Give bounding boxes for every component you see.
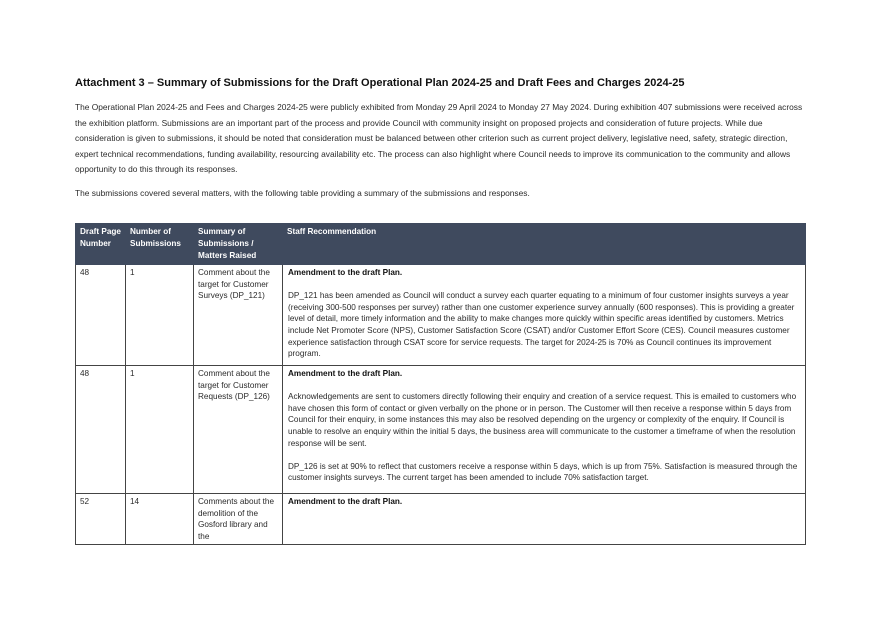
table-row: 48 1 Comment about the target for Custom… [75,365,806,494]
cell-page: 48 [75,264,126,366]
cell-page: 48 [75,365,126,494]
recommendation-heading: Amendment to the draft Plan. [288,268,403,277]
recommendation-heading: Amendment to the draft Plan. [288,497,403,506]
document-body: Attachment 3 – Summary of Submissions fo… [75,76,805,201]
table-row: 48 1 Comment about the target for Custom… [75,264,806,366]
header-draft-page-number: Draft Page Number [75,223,126,265]
cell-summary: Comment about the target for Customer Su… [193,264,283,366]
cell-page: 52 [75,492,126,546]
header-number-of-submissions: Number of Submissions [125,223,194,265]
cell-recommendation: Amendment to the draft Plan. Acknowledge… [282,365,806,494]
recommendation-paragraph: Acknowledgements are sent to customers d… [288,392,797,448]
cell-recommendation: Amendment to the draft Plan. [282,492,806,546]
cell-count: 1 [125,365,194,494]
cell-summary: Comments about the demolition of the Gos… [193,492,283,546]
recommendation-paragraph: DP_126 is set at 90% to reflect that cus… [288,461,798,483]
intro-paragraph: The Operational Plan 2024-25 and Fees an… [75,102,803,174]
cell-count: 14 [125,492,194,546]
cell-summary: Comment about the target for Customer Re… [193,365,283,494]
table-header-row: Draft Page Number Number of Submissions … [75,223,806,265]
cell-count: 1 [125,264,194,366]
header-staff-recommendation: Staff Recommendation [282,223,806,265]
recommendation-heading: Amendment to the draft Plan. [288,369,403,378]
cell-recommendation: Amendment to the draft Plan. DP_121 has … [282,264,806,366]
table-row: 52 14 Comments about the demolition of t… [75,492,806,546]
submissions-table: Draft Page Number Number of Submissions … [75,223,806,546]
header-summary: Summary of Submissions / Matters Raised [193,223,283,265]
recommendation-paragraph: DP_121 has been amended as Council will … [288,291,795,359]
document-title: Attachment 3 – Summary of Submissions fo… [75,77,685,89]
lead-paragraph: The submissions covered several matters,… [75,187,530,198]
